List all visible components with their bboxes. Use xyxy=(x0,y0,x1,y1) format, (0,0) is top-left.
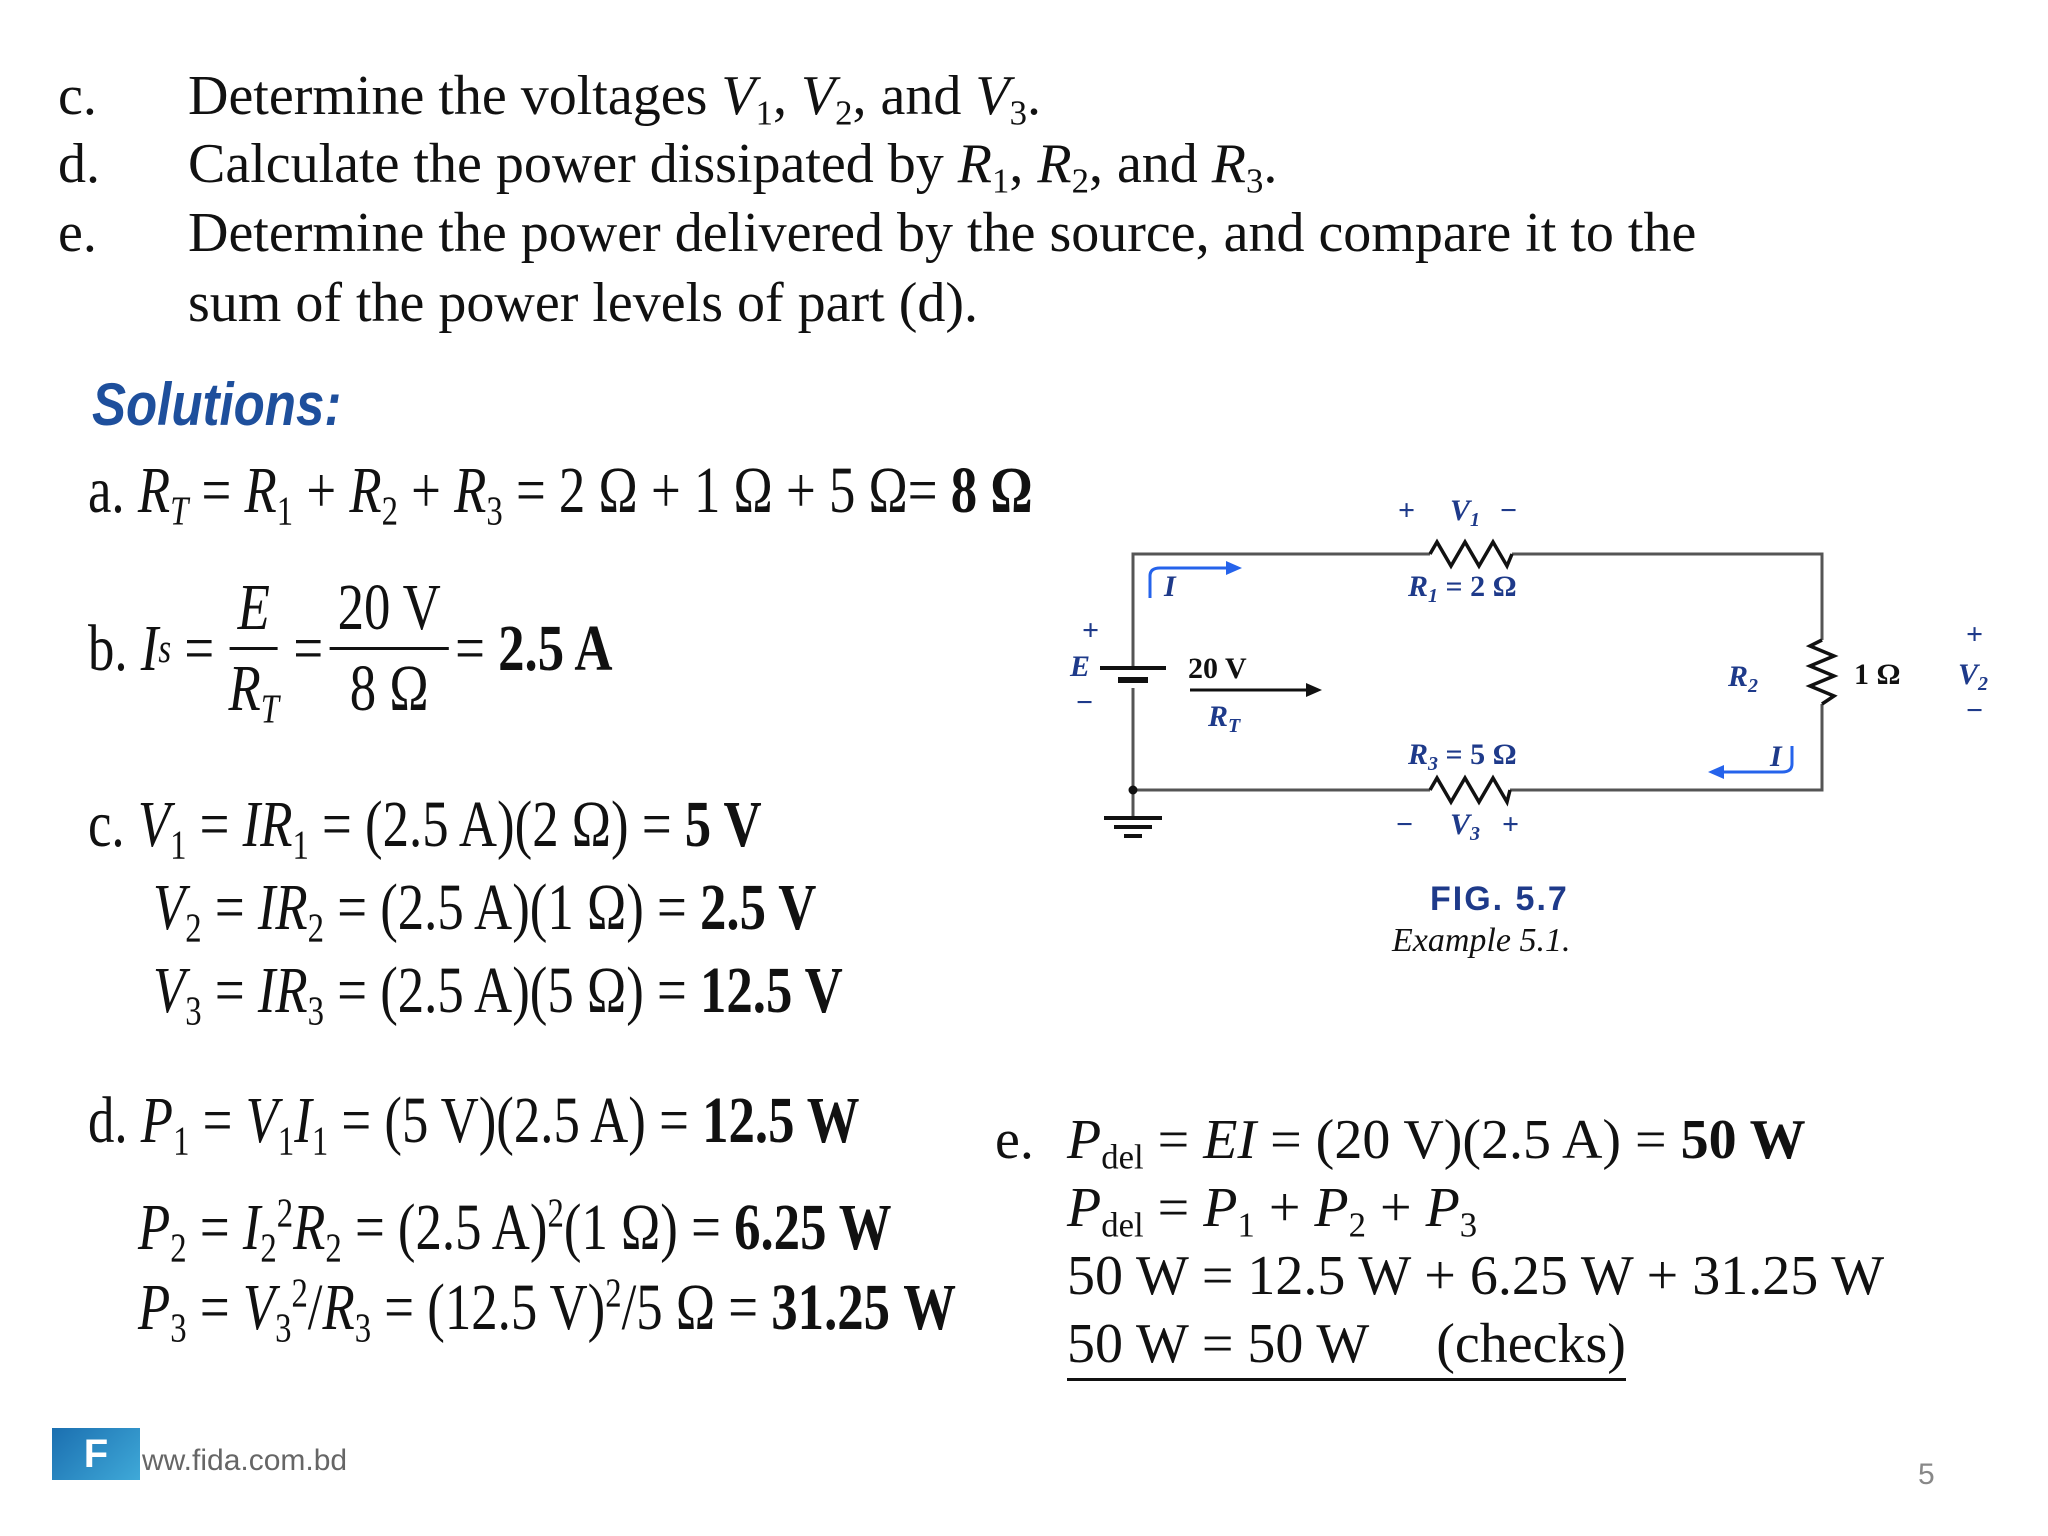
solution-letter: a. xyxy=(88,454,125,527)
solution-a-result: 8 Ω xyxy=(950,454,1033,527)
solution-c-v1: c. V1 = IR1 = (2.5 A)(2 Ω) = 5 V xyxy=(88,788,762,868)
current-arrow-bottom-icon xyxy=(1708,746,1794,779)
question-letter: e. xyxy=(58,202,97,264)
rt-arrow-icon xyxy=(1190,683,1322,697)
page-number: 5 xyxy=(1918,1458,1935,1491)
source-label: E xyxy=(1069,650,1090,683)
resistor-r2-icon xyxy=(1805,638,1839,706)
r2-value: 1 Ω xyxy=(1854,658,1901,691)
circuit-diagram: + V1 − R1 = 2 Ω I + E − 20 V RT R2 1 Ω +… xyxy=(1069,494,1988,845)
v3-minus-sign: − xyxy=(1396,808,1413,841)
resistor-r1-icon xyxy=(1428,538,1514,570)
question-letter: d. xyxy=(58,133,100,195)
solution-e-line3: 50 W = 12.5 W + 6.25 W + 31.25 W xyxy=(1067,1245,1885,1307)
p2-result: 6.25 W xyxy=(734,1191,892,1264)
fraction-20v-over-8ohm: 20 V 8 Ω xyxy=(329,575,449,722)
question-text-line1: Determine the power delivered by the sou… xyxy=(188,202,1697,264)
current-arrow-top-icon xyxy=(1148,561,1242,598)
solution-b-result: 2.5 A xyxy=(498,611,613,685)
v1-result: 5 V xyxy=(684,788,762,861)
solution-d-p3: P3 = V32/R3 = (12.5 V)2/5 Ω = 31.25 W xyxy=(138,1270,957,1351)
v1-plus-sign: + xyxy=(1398,494,1415,527)
r2-label: R2 xyxy=(1727,660,1758,697)
solution-e-line4: 50 W = 50 W (checks) xyxy=(1067,1316,1626,1381)
v2-plus-sign: + xyxy=(1966,618,1983,651)
ground-icon xyxy=(1104,785,1162,838)
v2-minus-sign: − xyxy=(1966,694,1983,727)
current-label-bottom: I xyxy=(1769,740,1783,773)
v3-plus-sign: + xyxy=(1502,808,1519,841)
v3-result: 12.5 V xyxy=(699,954,843,1027)
solution-a: a. RT = R1 + R2 + R3 = 2 Ω + 1 Ω + 5 Ω= … xyxy=(88,454,1033,534)
check-equation: 50 W = 50 W xyxy=(1067,1313,1369,1375)
pdel-result: 50 W xyxy=(1680,1109,1806,1171)
fraction-e-over-rt: E RT xyxy=(228,571,279,732)
solution-letter: c. xyxy=(88,788,125,861)
resistor-r3-icon xyxy=(1428,774,1512,807)
circuit-wires xyxy=(1131,552,1824,818)
figure-number: FIG. 5.7 xyxy=(1430,880,1569,918)
v2-result: 2.5 V xyxy=(699,871,817,944)
e-plus-sign: + xyxy=(1082,614,1099,647)
r3-label: R3 = 5 Ω xyxy=(1407,738,1517,775)
logo-letter: F xyxy=(83,1431,109,1476)
solutions-heading: Solutions: xyxy=(92,371,342,438)
footer-url: ww.fida.com.bd xyxy=(142,1444,348,1477)
p1-result: 12.5 W xyxy=(702,1084,860,1157)
source-value: 20 V xyxy=(1188,652,1247,685)
v3-label: V3 xyxy=(1450,808,1480,845)
v2-label: V2 xyxy=(1958,658,1988,695)
solution-e-line1: e. Pdel = EI = (20 V)(2.5 A) = 50 W xyxy=(995,1109,1806,1177)
solution-d-p1: d. P1 = V1I1 = (5 V)(2.5 A) = 12.5 W xyxy=(88,1084,860,1164)
figure-caption: Example 5.1. xyxy=(1392,922,1571,959)
solution-d-p2: P2 = I22R2 = (2.5 A)2(1 Ω) = 6.25 W xyxy=(138,1190,892,1271)
question-letter: c. xyxy=(58,65,97,127)
e-minus-sign: − xyxy=(1076,686,1093,719)
fida-logo: F xyxy=(52,1428,140,1480)
question-text: Determine the voltages V1, V2, and V3. xyxy=(188,65,1041,133)
check-note: (checks) xyxy=(1436,1313,1626,1375)
solution-c-v3: V3 = IR3 = (2.5 A)(5 Ω) = 12.5 V xyxy=(153,954,843,1034)
solution-letter: d. xyxy=(88,1084,128,1157)
solution-c-v2: V2 = IR2 = (2.5 A)(1 Ω) = 2.5 V xyxy=(153,871,817,951)
solution-letter: e. xyxy=(995,1109,1034,1171)
solution-letter: b. xyxy=(88,611,128,685)
r1-label: R1 = 2 Ω xyxy=(1407,570,1517,607)
solution-e-line2: Pdel = P1 + P2 + P3 xyxy=(1067,1177,1478,1245)
question-text-line2: sum of the power levels of part (d). xyxy=(188,272,978,334)
p3-result: 31.25 W xyxy=(771,1271,957,1344)
v1-minus-sign: − xyxy=(1500,494,1517,527)
rt-label: RT xyxy=(1207,700,1241,737)
v1-label: V1 xyxy=(1450,494,1480,531)
current-label-top: I xyxy=(1163,570,1177,603)
question-text: Calculate the power dissipated by R1, R2… xyxy=(188,133,1278,201)
